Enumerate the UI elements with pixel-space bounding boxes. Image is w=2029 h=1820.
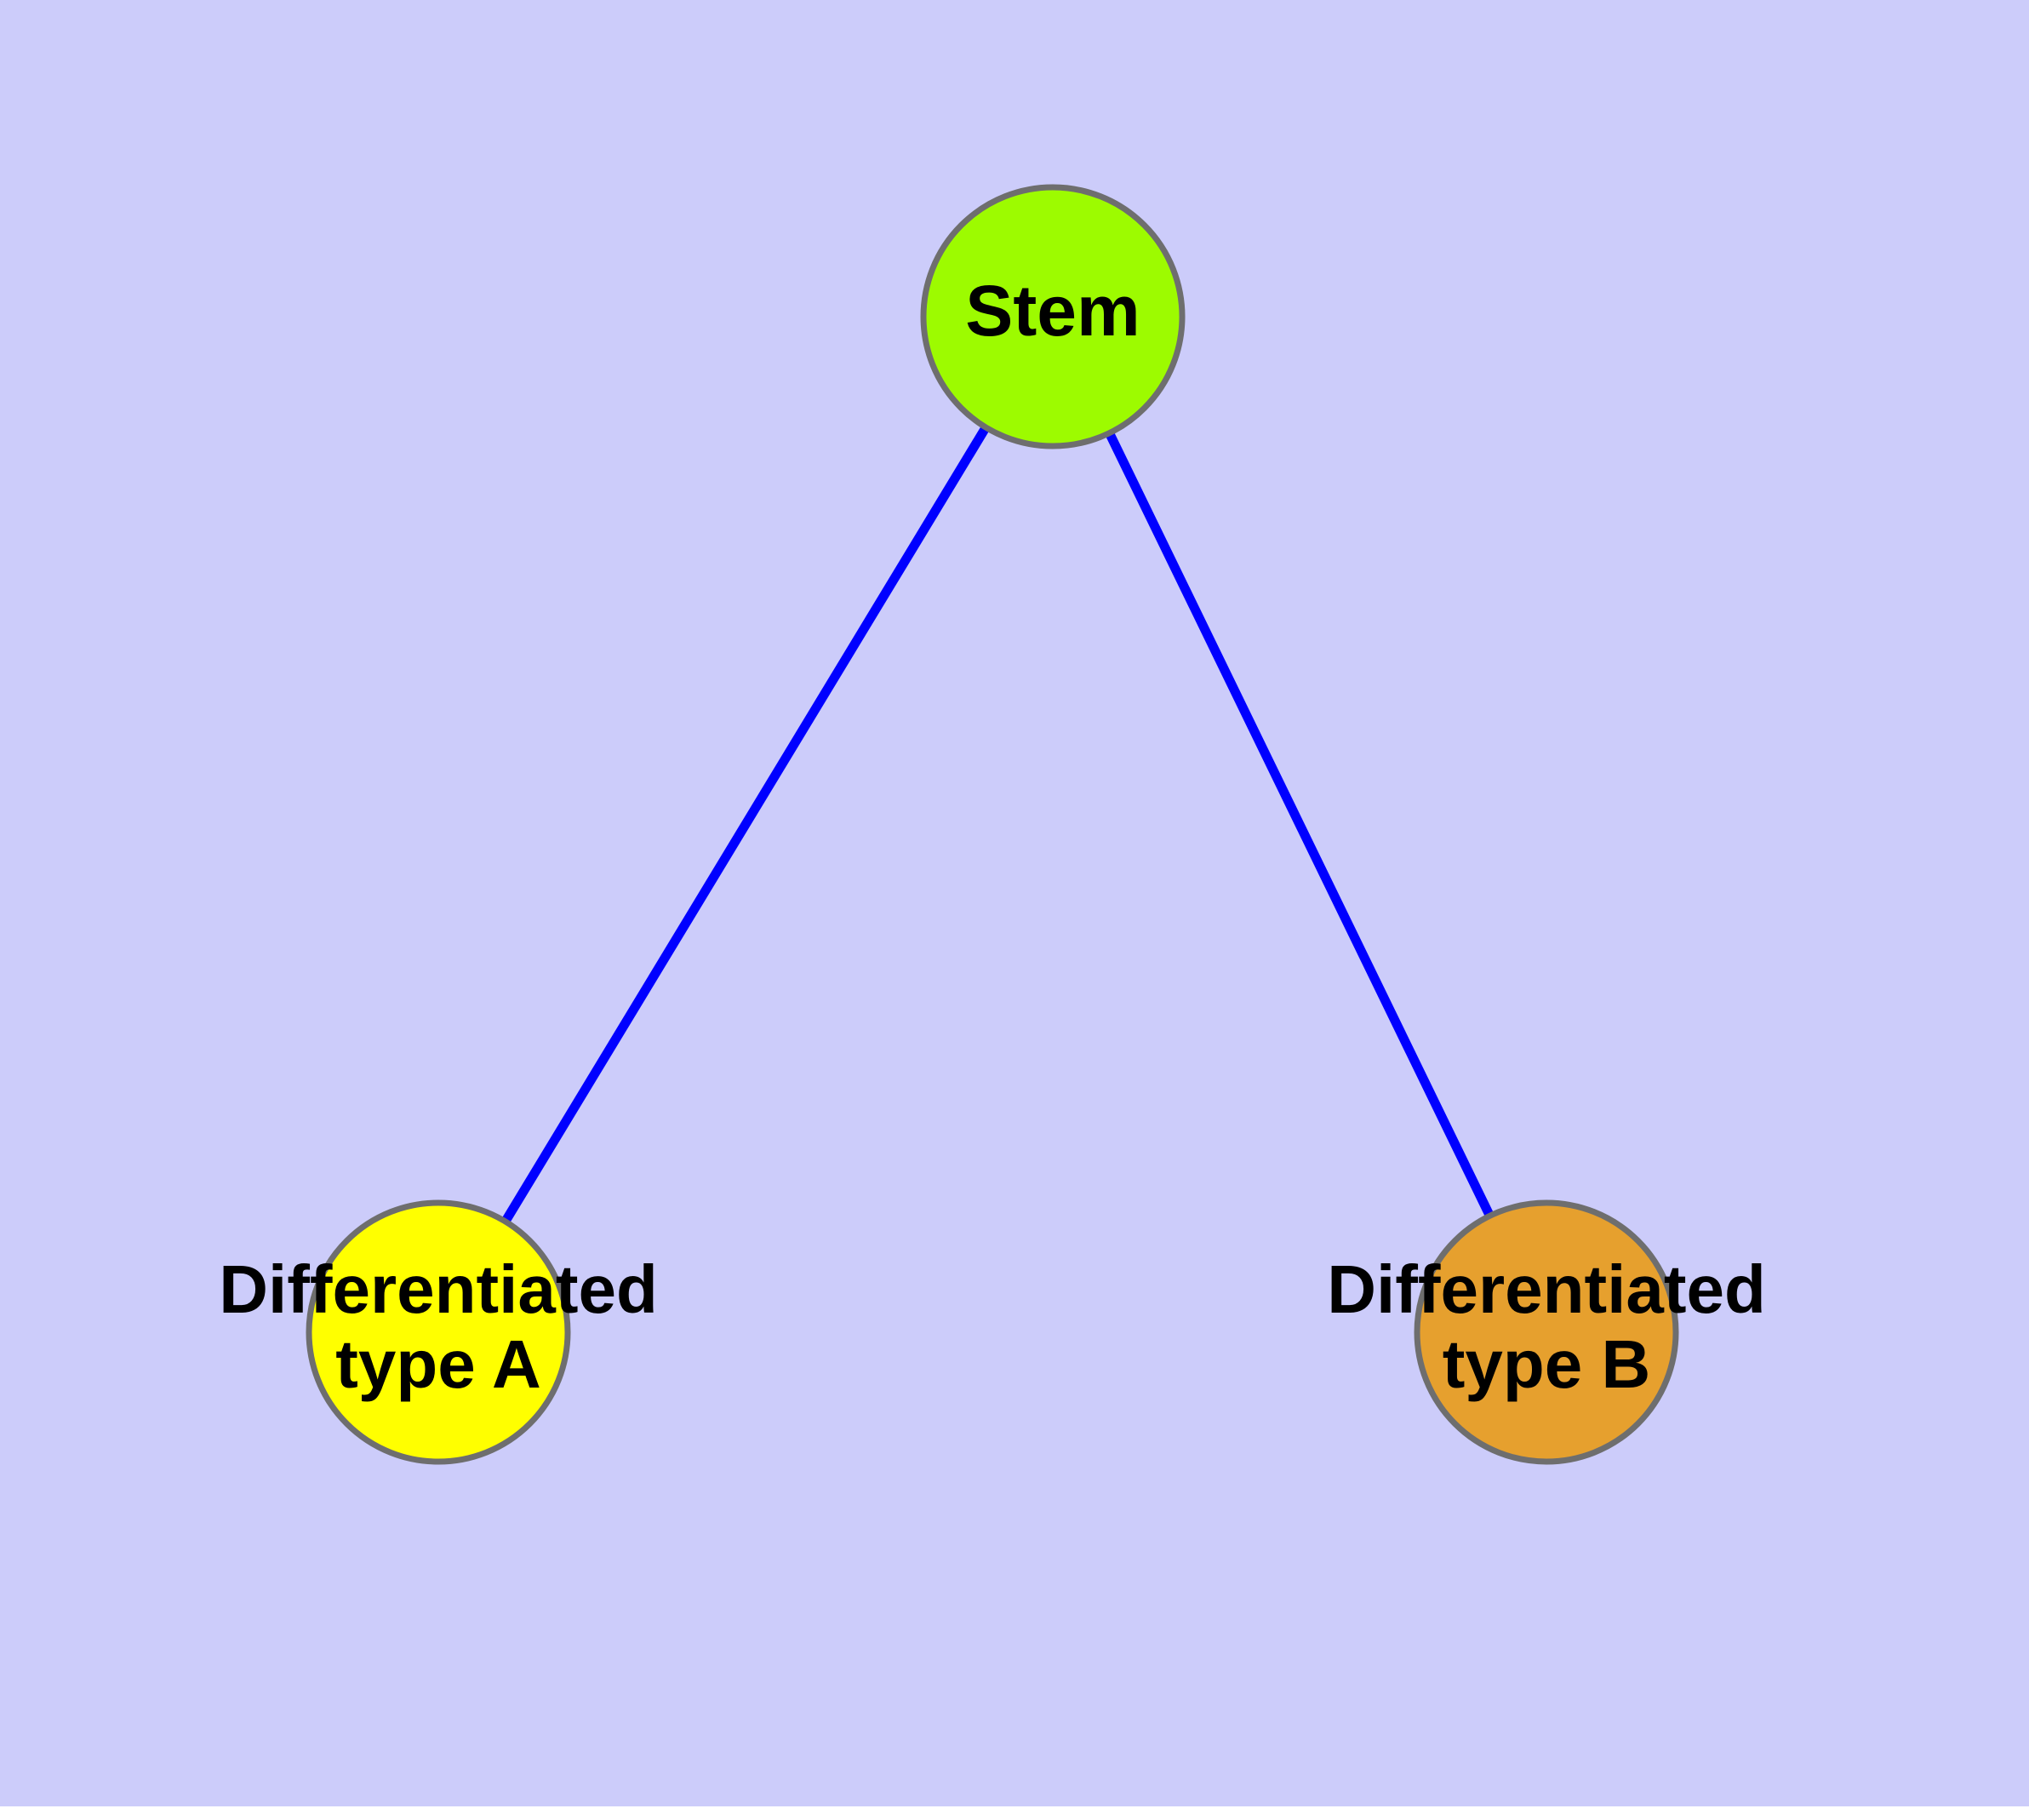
node-stem-circle[interactable] bbox=[920, 184, 1186, 449]
node-layer bbox=[306, 184, 1679, 1465]
node-stem-label: Stem bbox=[965, 271, 1140, 351]
node-differentiated-type-a[interactable] bbox=[306, 1199, 571, 1465]
edge-stem-to-differentiated-a[interactable] bbox=[500, 425, 991, 1224]
node-stem[interactable] bbox=[920, 184, 1186, 449]
node-label-line: Stem bbox=[965, 271, 1140, 351]
edge-layer bbox=[500, 425, 1495, 1224]
edge-stem-to-differentiated-b[interactable] bbox=[1105, 431, 1495, 1218]
node-differentiated-type-b-circle[interactable] bbox=[1414, 1199, 1679, 1465]
node-label-line: type A bbox=[335, 1326, 541, 1402]
node-differentiated-type-b[interactable] bbox=[1414, 1199, 1679, 1465]
node-differentiated-type-a-circle[interactable] bbox=[306, 1199, 571, 1465]
node-label-line: type B bbox=[1443, 1326, 1651, 1402]
node-label-line: Differentiated bbox=[1327, 1251, 1766, 1327]
node-label-line: Differentiated bbox=[219, 1251, 658, 1327]
